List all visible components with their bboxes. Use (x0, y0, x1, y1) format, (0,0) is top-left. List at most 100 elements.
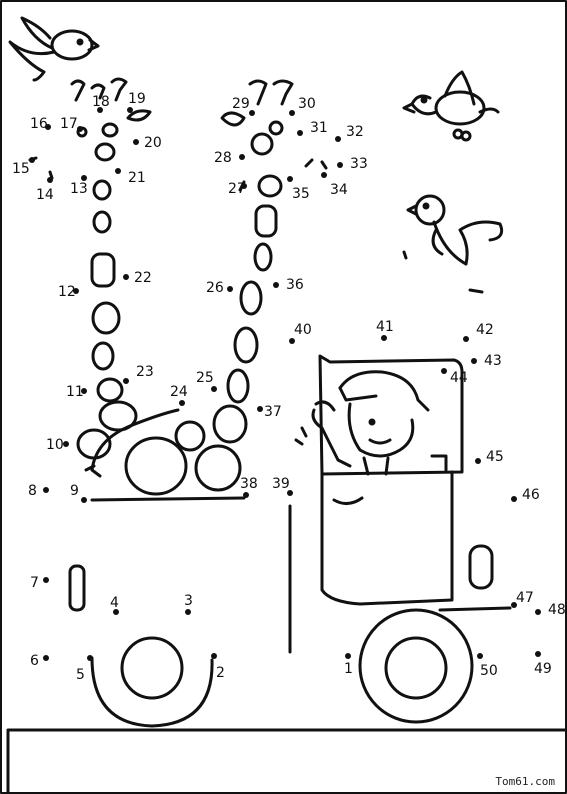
number-label-31: 31 (310, 120, 328, 136)
number-label-28: 28 (214, 150, 232, 166)
dot-25 (211, 386, 217, 392)
number-label-46: 46 (522, 487, 540, 503)
number-label-2: 2 (216, 665, 225, 681)
number-label-7: 7 (30, 575, 39, 591)
number-label-10: 10 (46, 437, 64, 453)
number-label-3: 3 (184, 593, 193, 609)
dot-18 (97, 107, 103, 113)
truck (68, 354, 512, 728)
dot-16 (45, 124, 51, 130)
number-label-43: 43 (484, 353, 502, 369)
number-label-29: 29 (232, 96, 250, 112)
number-label-15: 15 (12, 161, 30, 177)
leaf-icon (220, 111, 246, 127)
driver (311, 370, 448, 476)
dot-22 (123, 274, 129, 280)
dot-23 (123, 378, 129, 384)
dot-7 (43, 577, 49, 583)
number-label-5: 5 (76, 667, 85, 683)
dot-30 (289, 110, 295, 116)
stone-column-left (28, 122, 138, 460)
dot-14 (47, 177, 53, 183)
dot-9 (81, 497, 87, 503)
number-label-33: 33 (350, 156, 368, 172)
number-label-30: 30 (298, 96, 316, 112)
dot-41 (381, 335, 387, 341)
bird-icon (402, 70, 500, 142)
number-label-20: 20 (144, 135, 162, 151)
dot-42 (463, 336, 469, 342)
dot-19 (127, 107, 133, 113)
bucket-floor (90, 496, 246, 502)
number-label-50: 50 (480, 663, 498, 679)
number-label-36: 36 (286, 277, 304, 293)
dot-38 (243, 492, 249, 498)
number-label-34: 34 (330, 182, 348, 198)
dot-43 (471, 358, 477, 364)
number-label-39: 39 (272, 476, 290, 492)
dot-28 (239, 154, 245, 160)
dot-40 (289, 338, 295, 344)
number-label-17: 17 (60, 116, 78, 132)
number-label-49: 49 (534, 661, 552, 677)
number-label-16: 16 (30, 116, 48, 132)
dot-11 (81, 388, 87, 394)
number-label-44: 44 (450, 370, 468, 386)
number-label-24: 24 (170, 384, 188, 400)
number-label-38: 38 (240, 476, 258, 492)
number-label-25: 25 (196, 370, 214, 386)
dot-10 (63, 441, 69, 447)
dot-44 (441, 368, 447, 374)
number-label-18: 18 (92, 94, 110, 110)
number-label-48: 48 (548, 602, 566, 618)
dot-5 (87, 655, 93, 661)
dot-32 (335, 136, 341, 142)
number-label-35: 35 (292, 186, 310, 202)
dot-21 (115, 168, 121, 174)
dot-1 (345, 653, 351, 659)
number-label-37: 37 (264, 404, 282, 420)
dot-48 (535, 609, 541, 615)
dot-36 (273, 282, 279, 288)
dot-49 (535, 651, 541, 657)
number-label-14: 14 (36, 187, 54, 203)
dot-31 (297, 130, 303, 136)
number-label-13: 13 (70, 181, 88, 197)
dot-34 (321, 172, 327, 178)
number-label-40: 40 (294, 322, 312, 338)
number-label-22: 22 (134, 270, 152, 286)
number-label-4: 4 (110, 595, 119, 611)
dot-27 (241, 183, 247, 189)
leaf-icon (126, 109, 152, 122)
number-label-19: 19 (128, 91, 146, 107)
number-label-9: 9 (70, 483, 79, 499)
number-label-1: 1 (344, 661, 353, 677)
number-label-32: 32 (346, 124, 364, 140)
dot-8 (43, 487, 49, 493)
dot-20 (133, 139, 139, 145)
dot-12 (73, 288, 79, 294)
dot-2 (211, 653, 217, 659)
number-label-26: 26 (206, 280, 224, 296)
flower-icon (248, 79, 294, 106)
dot-50 (477, 653, 483, 659)
dot-3 (185, 609, 191, 615)
flower-icon (110, 77, 128, 102)
dot-24 (179, 400, 185, 406)
dot-29 (249, 110, 255, 116)
number-label-21: 21 (128, 170, 146, 186)
number-label-27: 27 (228, 181, 246, 197)
bird-icon (8, 16, 100, 82)
dot-15 (29, 157, 35, 163)
ground-line (6, 728, 567, 794)
dot-35 (287, 176, 293, 182)
dot-46 (511, 496, 517, 502)
dot-39 (287, 490, 293, 496)
watermark: Tom61.com (495, 775, 555, 788)
number-label-8: 8 (28, 483, 37, 499)
dot-37 (257, 406, 263, 412)
number-label-42: 42 (476, 322, 494, 338)
flower-icon (70, 79, 106, 102)
dot-13 (81, 175, 87, 181)
